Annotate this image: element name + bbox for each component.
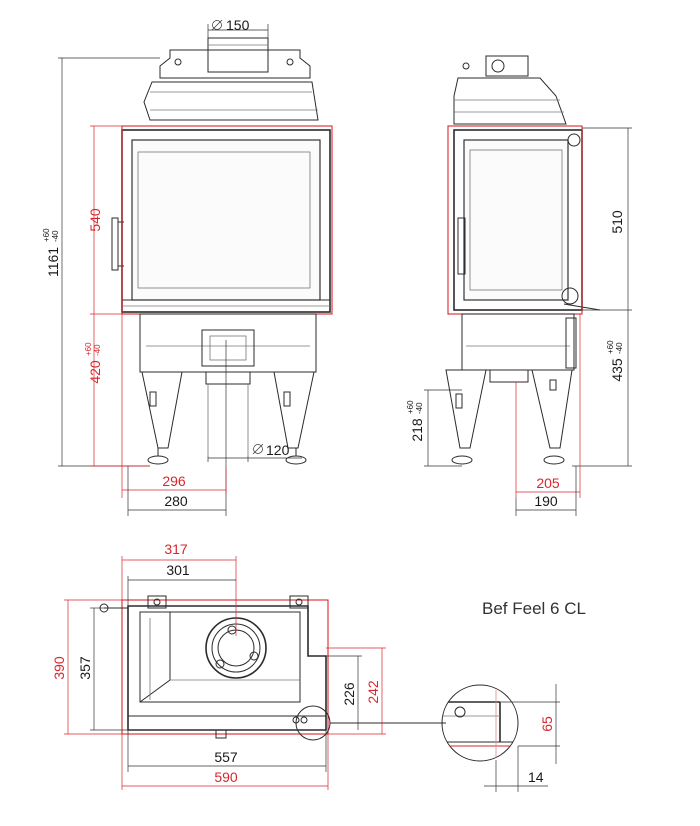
top-right-red: 242 [365,680,381,704]
top-view: 317 301 390 357 226 242 [51,541,446,790]
side-foot-height: 218 [409,418,425,442]
side-foot-height-tol-minus: -40 [415,402,424,414]
side-view: 510 435 +60 -40 218 +60 -40 205 190 [406,55,632,516]
side-base-height-tol-plus: +60 [606,340,615,354]
top-bottom-black: 557 [214,749,238,765]
side-depth-black: 190 [534,493,558,509]
detail-height: 65 [539,716,555,732]
top-left-black: 357 [77,656,93,680]
side-depth-red: 205 [536,475,560,491]
front-door-height: 540 [87,208,103,232]
front-base-height-tol-minus: -40 [93,344,102,356]
front-width-red: 296 [162,473,186,489]
front-flue-diameter: 150 [226,17,250,33]
front-total-height-tol-minus: -40 [51,230,60,242]
front-base-height-tol-plus: +60 [84,342,93,356]
front-air-diameter: 120 [266,442,290,458]
front-total-height: 1161 [45,247,61,277]
top-left-red: 390 [51,656,67,680]
top-width-red: 317 [164,541,188,557]
detail-view: 65 14 [441,684,560,792]
side-door-height: 510 [609,210,625,234]
front-total-height-tol-plus: +60 [42,228,51,242]
top-right-black: 226 [341,682,357,706]
front-view: 150 120 1161 +60 -40 540 420 +60 -40 [42,17,333,516]
top-width-black: 301 [166,562,190,578]
front-base-height: 420 [87,360,103,384]
top-bottom-red: 590 [214,769,238,785]
model-title: Bef Feel 6 CL [482,599,586,618]
side-foot-height-tol-plus: +60 [406,400,415,414]
side-base-height: 435 [609,358,625,382]
front-width-black: 280 [164,493,188,509]
side-base-height-tol-minus: -40 [615,342,624,354]
detail-width: 14 [528,769,544,785]
